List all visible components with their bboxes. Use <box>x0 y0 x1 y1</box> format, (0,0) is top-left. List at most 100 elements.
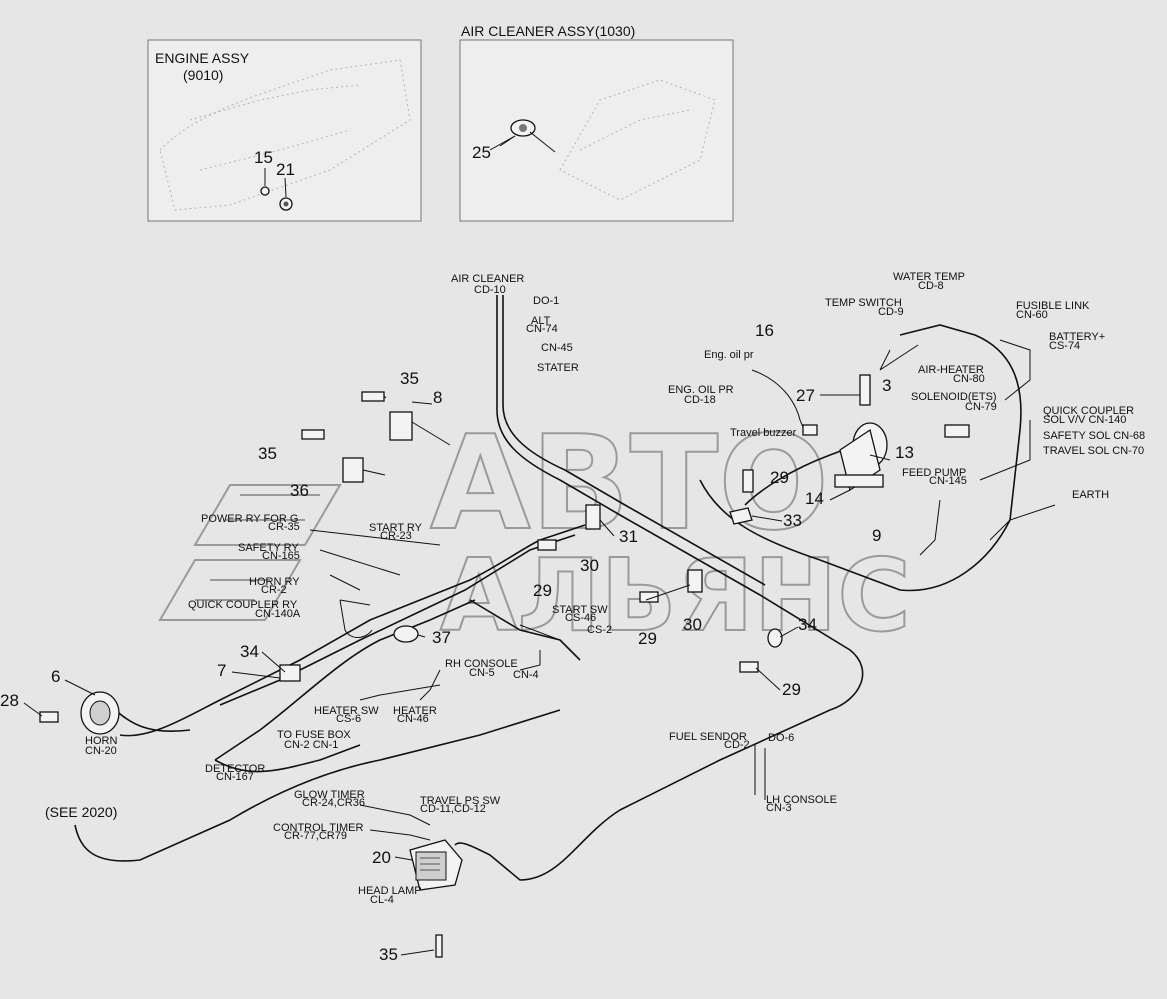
connector-battery: BATTERY+ <box>1049 331 1105 343</box>
connector-labels: AIR CLEANER CD-10 DO-1 ALT CN-74 CN-45 S… <box>45 271 1145 906</box>
connector-heater-sw-code: CS-6 <box>336 713 361 725</box>
connector-control-timer-code: CR-77,CR79 <box>284 830 347 842</box>
callout-14: 14 <box>805 489 824 508</box>
bolt-28 <box>39 711 59 723</box>
connector-water-temp: WATER TEMP <box>893 271 965 283</box>
connector-cn-45: CN-45 <box>541 342 573 354</box>
callout-27: 27 <box>796 386 815 405</box>
connector-solenoid-ets: SOLENOID(ETS) <box>911 391 997 403</box>
connector-head-lamp: HEAD LAMP <box>358 885 422 897</box>
callout-35-left: 35 <box>258 444 277 463</box>
connector-quick-coupler-code: SOL V/V CN-140 <box>1043 414 1126 426</box>
connector-eng-oil-pr-sensor: Eng. oil pr <box>704 349 754 361</box>
connector-eng-oil-pr-code: CD-18 <box>684 394 716 406</box>
connector-quick-coupler-ry: QUICK COUPLER RY <box>188 599 298 611</box>
callout-30-right: 30 <box>683 615 702 634</box>
callout-37: 37 <box>432 628 451 647</box>
connector-start-sw: START SW <box>552 604 608 616</box>
connector-detector-code: CN-167 <box>216 771 254 783</box>
connector-glow-timer: GLOW TIMER <box>294 789 365 801</box>
solenoid-13 <box>834 422 888 492</box>
connector-heater-sw: HEATER SW <box>314 705 379 717</box>
connector-feed-pump: FEED PUMP <box>902 467 966 479</box>
callout-7: 7 <box>217 661 226 680</box>
bolt-35-bottom <box>435 934 443 958</box>
connector-see-2020: (SEE 2020) <box>45 804 117 820</box>
connector-to-fuse-box-code: CN-2 CN-1 <box>284 739 338 751</box>
callout-13: 13 <box>895 443 914 462</box>
callout-33: 33 <box>783 511 802 530</box>
callout-29-middle: 29 <box>638 629 657 648</box>
connector-safety-sol: SAFETY SOL CN-68 <box>1043 430 1145 442</box>
connector-fusible-link-code: CN-60 <box>1016 309 1048 321</box>
callout-30-left: 30 <box>580 556 599 575</box>
relay-36 <box>342 457 364 483</box>
grommet-37 <box>393 625 419 643</box>
connector-safety-ry: SAFETY RY <box>238 542 299 554</box>
connector-to-fuse-box: TO FUSE BOX <box>277 729 351 741</box>
connector-rh-console-code: CN-5 <box>469 667 495 679</box>
clip-33 <box>729 507 753 525</box>
connector-temp-switch: TEMP SWITCH <box>825 297 902 309</box>
connector-heater-code: CN-46 <box>397 713 429 725</box>
connector-horn-code: CN-20 <box>85 745 117 757</box>
callout-31: 31 <box>619 527 638 546</box>
connector-power-ry-code: CR-35 <box>268 521 300 533</box>
connector-start-sw-code: CS-46 <box>565 612 596 624</box>
connector-glow-timer-code: CR-24,CR36 <box>302 797 365 809</box>
air-cleaner-inset <box>459 39 734 222</box>
connector-travel-sol: TRAVEL SOL CN-70 <box>1043 445 1144 457</box>
bolts-35 <box>301 391 385 440</box>
connector-feed-pump-code: CN-145 <box>929 475 967 487</box>
connector-fuel-sendor: FUEL SENDOR <box>669 731 747 743</box>
connector-eng-oil-pr: ENG. OIL PR <box>668 384 734 396</box>
connector-start-ry-code: CR-23 <box>380 530 412 542</box>
callout-29-left: 29 <box>533 581 552 600</box>
callout-28: 28 <box>0 691 19 710</box>
callout-numbers: 15 21 25 16 27 3 35 8 35 36 13 29 14 33 … <box>0 143 914 964</box>
connector-air-cleaner: AIR CLEANER <box>451 273 524 285</box>
connector-alt-code: CN-74 <box>526 323 558 335</box>
callout-35-top: 35 <box>400 369 419 388</box>
engine-assy-ref: (9010) <box>183 67 223 83</box>
connector-travel-buzzer: Travel buzzer <box>730 427 797 439</box>
connector-head-lamp-code: CL-4 <box>370 894 394 906</box>
callout-29-lower: 29 <box>782 680 801 699</box>
connector-earth: EARTH <box>1072 489 1109 501</box>
connector-lh-console-code: CN-3 <box>766 802 792 814</box>
connector-cn-4: CN-4 <box>513 669 539 681</box>
callout-20: 20 <box>372 848 391 867</box>
callout-25: 25 <box>472 143 491 162</box>
connector-safety-ry-code: CN-165 <box>262 550 300 562</box>
callout-21: 21 <box>276 160 295 179</box>
callout-29-upper: 29 <box>770 468 789 487</box>
callout-8: 8 <box>433 388 442 407</box>
head-lamp <box>409 839 463 958</box>
watermark-line-2: АЛЬЯНС <box>440 537 911 654</box>
watermark-line-1: АВТО <box>430 407 829 559</box>
connector-temp-switch-code: CD-9 <box>878 306 904 318</box>
connector-quick-coupler-ry-code: CN-140A <box>255 608 301 620</box>
connector-power-ry: POWER RY FOR G <box>201 513 298 525</box>
connector-heater: HEATER <box>393 705 437 717</box>
connector-solenoid-ets-code: CN-79 <box>965 401 997 413</box>
connector-do-1: DO-1 <box>533 295 559 307</box>
callout-15: 15 <box>254 148 273 167</box>
horn <box>39 691 120 735</box>
callout-36: 36 <box>290 481 309 500</box>
connector-lh-console: LH CONSOLE <box>766 794 837 806</box>
callout-34-left: 34 <box>240 642 259 661</box>
engine-assy-inset <box>147 39 422 222</box>
callout-6: 6 <box>51 667 60 686</box>
connector-start-ry: START RY <box>369 522 423 534</box>
main-harness <box>74 295 1056 881</box>
connector-horn-ry: HORN RY <box>249 576 300 588</box>
connector-horn-ry-code: CR-2 <box>261 584 287 596</box>
connector-stater: STATER <box>537 362 579 374</box>
connector-alt: ALT <box>531 315 551 327</box>
travel-buzzer <box>802 424 818 436</box>
connector-control-timer: CONTROL TIMER <box>273 822 364 834</box>
connector-do-6: DO-6 <box>768 732 794 744</box>
callout-16: 16 <box>755 321 774 340</box>
